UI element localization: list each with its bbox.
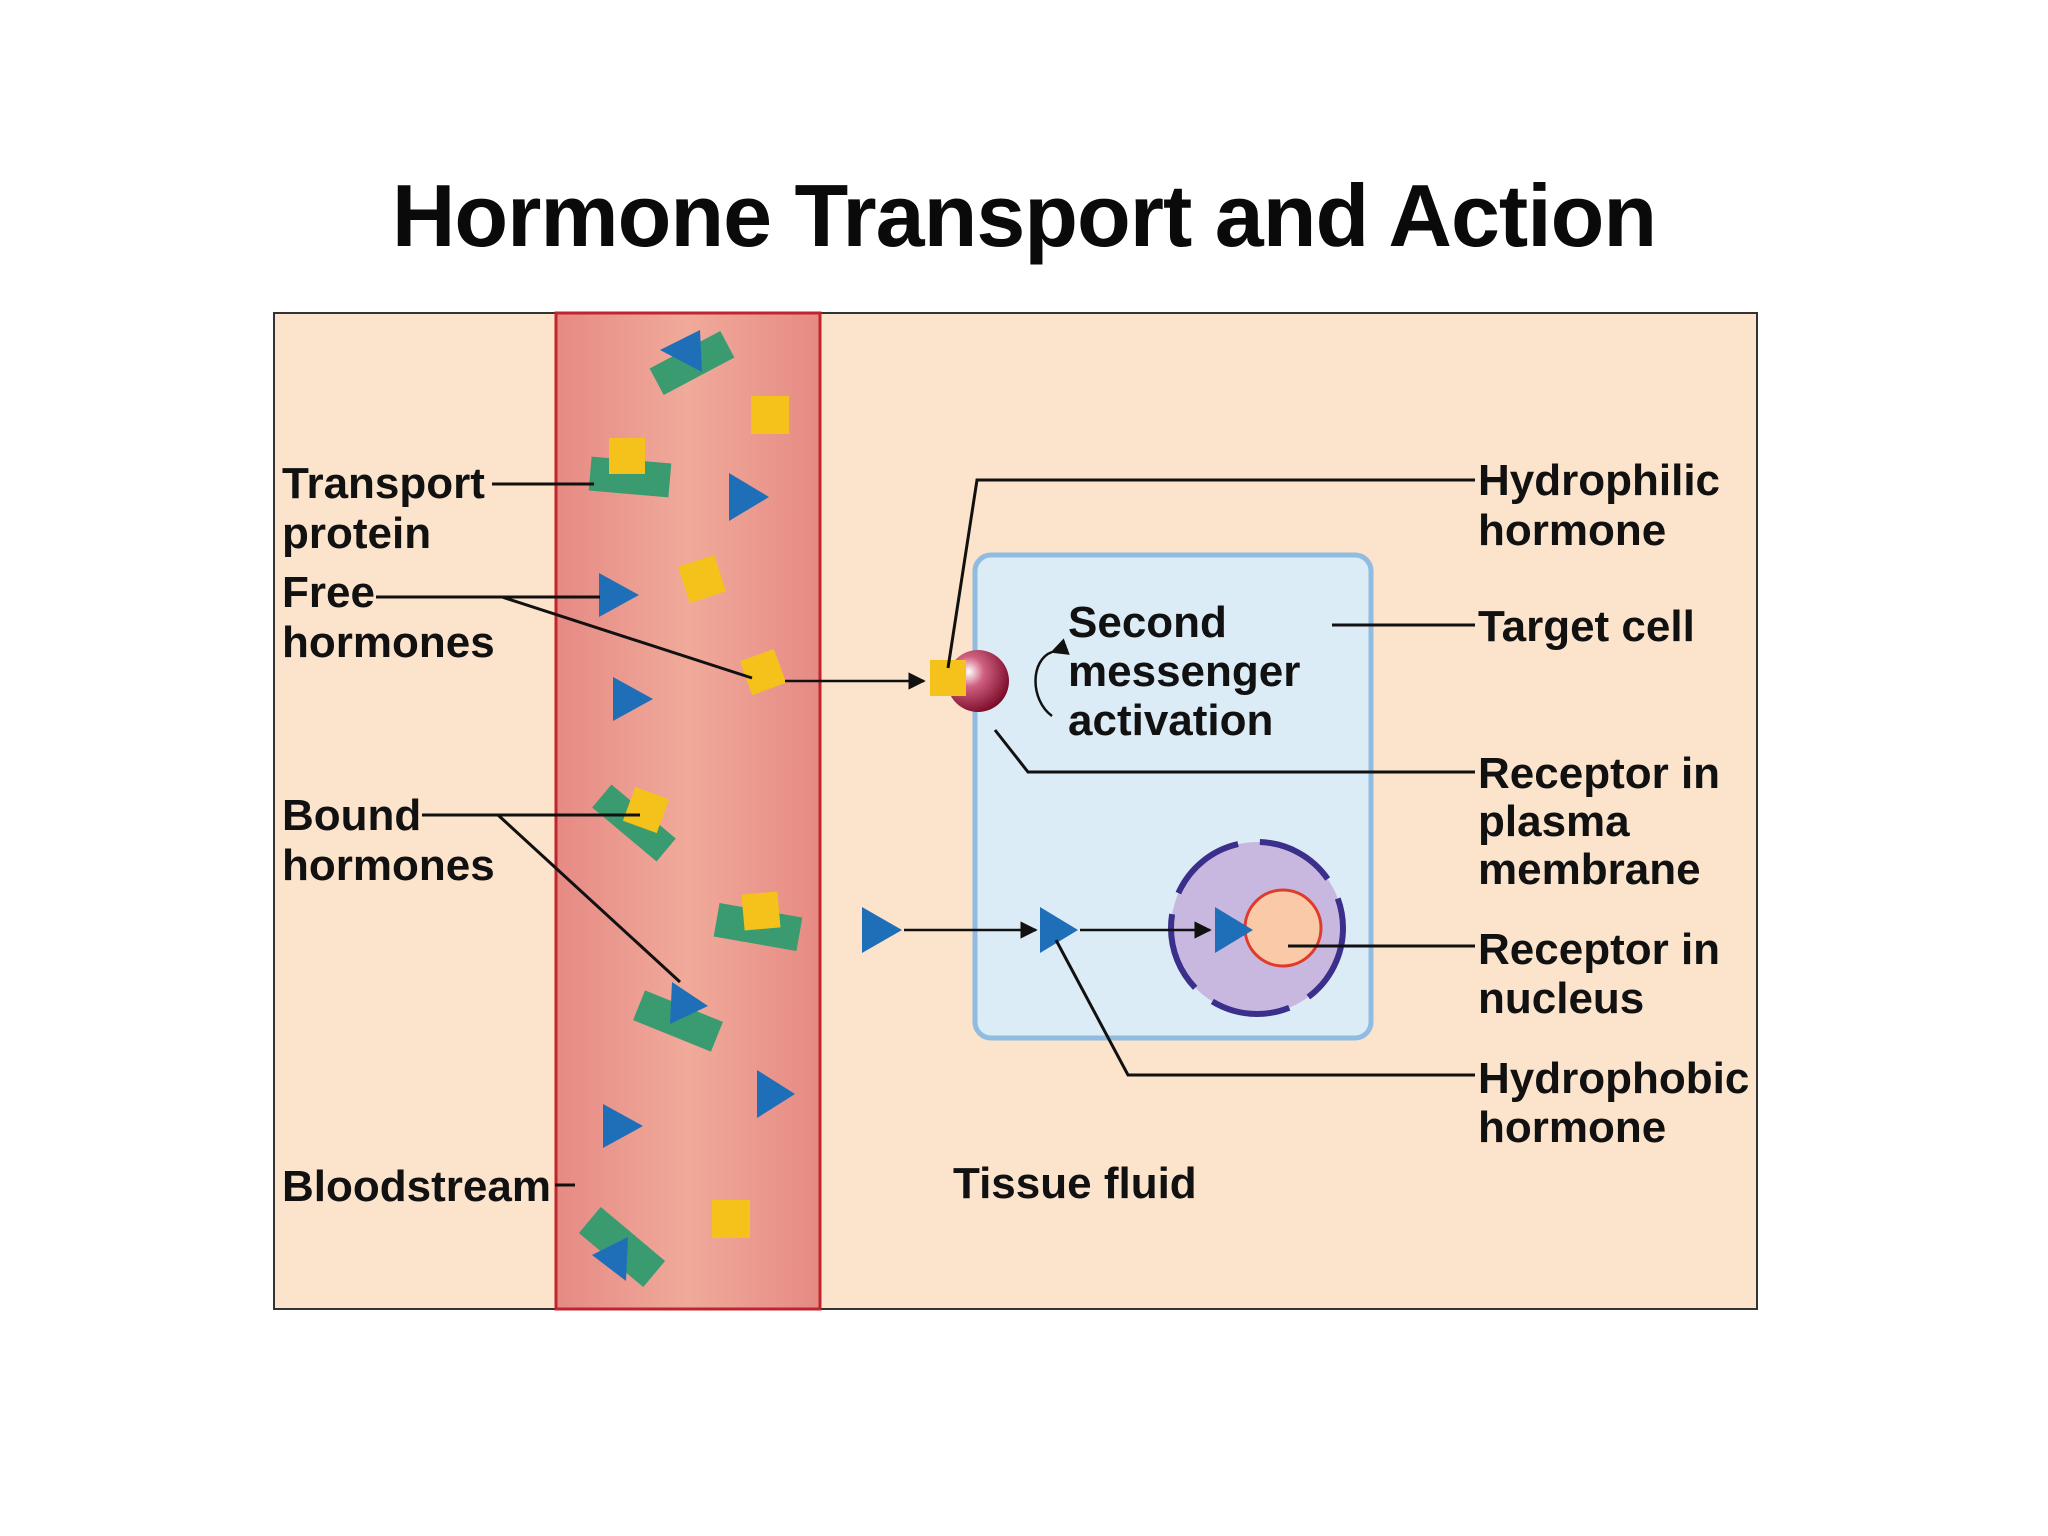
bloodstream-molecules: [578, 330, 803, 1288]
label-hydrophilic-line2: hormone: [1478, 506, 1666, 555]
transport-protein: [588, 438, 672, 498]
label-second-messenger-line3: activation: [1068, 696, 1273, 745]
arrows: [785, 638, 1212, 939]
hydrophobic-hormone-in-fluid: [862, 907, 902, 953]
svg-text:messenger: messenger: [1068, 647, 1300, 696]
transport-protein: [633, 982, 723, 1052]
svg-text:activation: activation: [1068, 696, 1273, 745]
free-hydrophobic-hormone: [757, 1070, 795, 1118]
svg-text:hormones: hormones: [282, 618, 495, 667]
svg-text:Receptor in: Receptor in: [1478, 925, 1720, 974]
label-receptor-plasma-line1: Receptor in: [1478, 749, 1720, 798]
free-hydrophobic-hormone: [613, 677, 653, 721]
label-hydrophobic-line1: Hydrophobic: [1478, 1054, 1749, 1103]
free-hydrophobic-hormone: [603, 1104, 643, 1148]
svg-text:Transport: Transport: [282, 459, 485, 508]
label-transport-protein-line1: Transport: [282, 459, 485, 508]
svg-text:Free: Free: [282, 568, 375, 617]
label-second-messenger-line2: messenger: [1068, 647, 1300, 696]
free-hydrophobic-hormone: [599, 573, 639, 617]
label-receptor-plasma-line3: membrane: [1478, 845, 1701, 894]
svg-text:Bound: Bound: [282, 791, 421, 840]
label-free-hormones-line2: hormones: [282, 618, 495, 667]
svg-text:membrane: membrane: [1478, 845, 1701, 894]
svg-text:Hydrophobic: Hydrophobic: [1478, 1054, 1749, 1103]
label-free-hormones-line1: Free: [282, 568, 375, 617]
label-bound-hormones-line2: hormones: [282, 841, 495, 890]
free-hydrophilic-hormone: [712, 1200, 750, 1238]
free-hydrophobic-hormone: [729, 473, 769, 521]
svg-text:Receptor in: Receptor in: [1478, 749, 1720, 798]
free-hydrophilic-hormone: [739, 648, 787, 696]
svg-text:hormones: hormones: [282, 841, 495, 890]
diagram-labels: Transport protein Free hormones Bound ho…: [282, 456, 1749, 1211]
svg-text:hormone: hormone: [1478, 506, 1666, 555]
label-bound-hormones-line1: Bound: [282, 791, 421, 840]
label-receptor-nucleus-line2: nucleus: [1478, 974, 1644, 1023]
free-hydrophilic-hormone: [751, 396, 789, 434]
label-second-messenger-line1: Second: [1068, 598, 1227, 647]
transport-protein: [578, 1206, 666, 1288]
label-tissue-fluid: Tissue fluid: [953, 1159, 1197, 1208]
label-hydrophilic-line1: Hydrophilic: [1478, 456, 1720, 505]
transport-protein: [713, 891, 803, 952]
transport-protein: [592, 784, 676, 862]
svg-text:nucleus: nucleus: [1478, 974, 1644, 1023]
svg-text:plasma: plasma: [1478, 797, 1630, 846]
hydrophobic-hormone-in-cytoplasm: [1040, 907, 1078, 953]
svg-text:protein: protein: [282, 509, 431, 558]
nucleus: [1168, 839, 1346, 1017]
label-receptor-plasma-line2: plasma: [1478, 797, 1630, 846]
page-title: Hormone Transport and Action: [391, 166, 1657, 265]
free-hydrophilic-hormone: [678, 555, 726, 603]
leader-lines: [376, 478, 1475, 1187]
transport-protein: [649, 330, 735, 396]
svg-text:hormone: hormone: [1478, 1103, 1666, 1152]
svg-text:Hydrophilic: Hydrophilic: [1478, 456, 1720, 505]
label-bloodstream: Bloodstream: [282, 1162, 551, 1211]
label-transport-protein-line2: protein: [282, 509, 431, 558]
svg-text:Second: Second: [1068, 598, 1227, 647]
label-target-cell: Target cell: [1478, 602, 1695, 651]
hydrophobic-hormone-at-nucleus: [1215, 907, 1253, 953]
label-hydrophobic-line2: hormone: [1478, 1103, 1666, 1152]
label-receptor-nucleus-line1: Receptor in: [1478, 925, 1720, 974]
